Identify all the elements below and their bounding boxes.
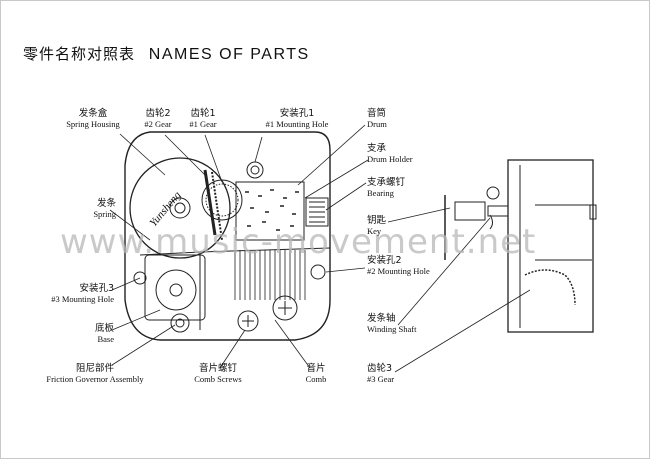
- spring-housing-circle: [129, 157, 231, 259]
- movement-base-outline: [124, 131, 331, 341]
- friction-governor: [170, 313, 190, 333]
- watermark: www.music-movement.net: [60, 222, 537, 262]
- drum-body: [235, 181, 305, 241]
- drum-pins: [245, 189, 299, 231]
- title-en: NAMES OF PARTS: [148, 46, 310, 63]
- comb-screw-2: [272, 295, 298, 321]
- label-mounting-hole-1: 安装孔1#1 Mounting Hole: [265, 108, 329, 129]
- label-mounting-hole-2: 安装孔2#2 Mounting Hole: [367, 255, 430, 276]
- label-gear3: 齿轮3#3 Gear: [367, 363, 395, 384]
- comb-teeth: [234, 250, 306, 300]
- title-zh: 零件名称对照表: [23, 45, 136, 63]
- label-mounting-hole-3: 安装孔3#3 Mounting Hole: [51, 283, 114, 304]
- gear2-shape: [203, 169, 217, 236]
- comb-screw-1: [237, 310, 259, 332]
- label-gear2: 齿轮2#2 Gear: [144, 108, 172, 129]
- page-title: 零件名称对照表 NAMES OF PARTS: [23, 43, 310, 64]
- spring-housing-center: [169, 197, 191, 219]
- spring-plate: [144, 254, 206, 321]
- bearing-screw: [305, 197, 329, 227]
- side-key: [454, 201, 486, 221]
- gear1-outer: [201, 179, 243, 221]
- mounting-hole-1: [246, 161, 264, 179]
- leader-lines: [109, 124, 531, 373]
- side-view-body: [507, 159, 594, 333]
- mounting-hole-2: [310, 264, 326, 280]
- side-shaft: [487, 205, 509, 217]
- rotation-arrow: [486, 186, 500, 200]
- spring-circle: [155, 269, 197, 311]
- mounting-hole-3: [133, 271, 147, 285]
- label-gear1: 齿轮1#1 Gear: [189, 108, 217, 129]
- gear3-shape: [524, 269, 576, 306]
